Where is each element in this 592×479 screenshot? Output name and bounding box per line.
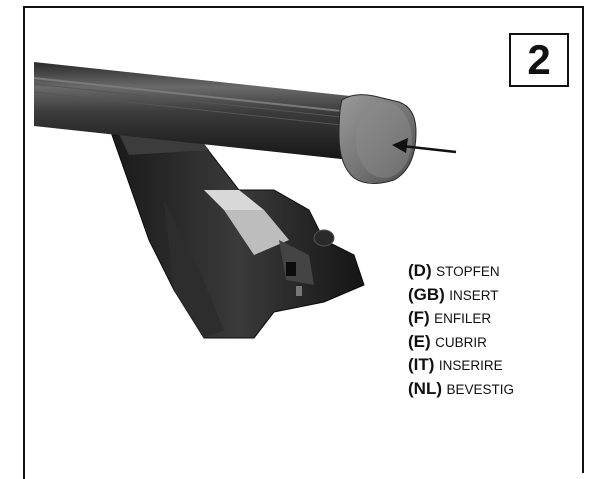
label-word: INSERIRE (438, 358, 503, 373)
label-code: (D) (408, 261, 432, 280)
step-number: 2 (527, 36, 551, 83)
label-word: ENFILER (434, 311, 492, 326)
language-labels: (D) STOPFEN (GB) INSERT (F) ENFILER (E) … (408, 260, 514, 401)
label-code: (E) (408, 331, 431, 351)
page-frame (23, 6, 584, 473)
label-code: (GB) (408, 284, 445, 304)
label-d: (D) STOPFEN (408, 260, 514, 284)
step-number-box: 2 (509, 33, 569, 87)
label-gb: (GB) INSERT (408, 284, 514, 308)
label-word: INSERT (449, 287, 499, 303)
label-code: (NL) (408, 378, 442, 398)
end-cap-insert (338, 94, 417, 184)
label-word: STOPFEN (436, 264, 500, 279)
label-it: (IT) INSERIRE (408, 354, 514, 378)
roof-bar-illustration (33, 62, 457, 339)
label-word: BEVESTIG (446, 381, 514, 397)
insert-arrow (392, 138, 457, 154)
roof-bar (33, 62, 370, 162)
label-f: (F) ENFILER (408, 307, 514, 331)
label-e: (E) CUBRIR (408, 331, 514, 355)
label-word: CUBRIR (435, 334, 487, 350)
label-code: (IT) (408, 355, 435, 374)
label-nl: (NL) BEVESTIG (408, 378, 514, 402)
frame-edge (23, 471, 25, 479)
label-code: (F) (408, 308, 430, 327)
